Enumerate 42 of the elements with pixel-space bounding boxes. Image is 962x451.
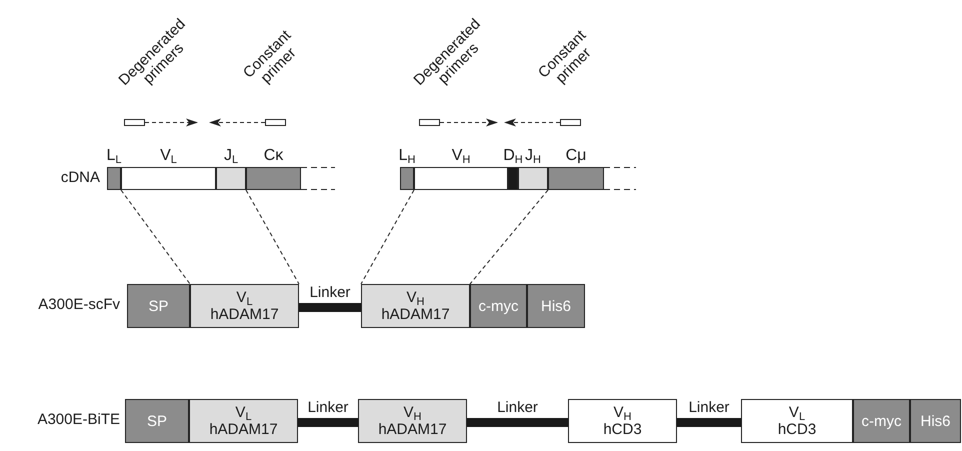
segment-label: D$_{H}$: [503, 146, 523, 168]
segment-label: L$_{L}$: [106, 146, 122, 168]
arrow: [144, 118, 198, 126]
segment-label: J$_{H}$: [525, 146, 541, 168]
arrow: [209, 118, 266, 126]
row-label: A300E-scFv: [37, 296, 120, 314]
domain-label: V$_{H}$: [614, 404, 632, 421]
linker-label: Linker: [496, 399, 539, 416]
domain-label: hADAM17: [381, 306, 450, 323]
domain-label: V$_{L}$: [236, 289, 253, 306]
segment-label: Cκ: [264, 146, 284, 166]
dashed-line: [120, 190, 190, 284]
segment-label: V$_{L}$: [160, 146, 177, 168]
domain-label: V$_{H}$: [404, 404, 422, 421]
arrow: [440, 118, 498, 126]
domain-label: His6: [920, 412, 950, 430]
linker-label: Linker: [306, 399, 350, 416]
row-label: cDNA: [60, 169, 100, 187]
domain-label: hADAM17: [209, 421, 278, 438]
domain-label: hADAM17: [210, 306, 279, 323]
domain-label: SP: [146, 412, 167, 430]
domain-label: V$_{L}$: [235, 404, 252, 421]
segment-label: J$_{L}$: [224, 146, 238, 168]
dashed-line: [470, 190, 548, 284]
linker-label: Linker: [308, 284, 352, 301]
domain-label: hCD3: [778, 421, 816, 438]
domain-label: His6: [540, 298, 571, 314]
domain-label: c-myc: [478, 298, 518, 314]
domain-label: hADAM17: [378, 421, 447, 438]
domain-label: SP: [148, 298, 168, 314]
domain-label: hCD3: [603, 421, 642, 438]
segment-label: V$_{H}$: [452, 146, 470, 168]
domain-label: V$_{L}$: [788, 404, 806, 421]
dashed-line: [360, 190, 414, 284]
domain-label: V$_{H}$: [406, 289, 424, 306]
row-label: A300E-BiTE: [36, 411, 120, 429]
domain-label: c-myc: [862, 412, 902, 430]
linker-label: Linker: [688, 399, 730, 416]
arrow: [504, 118, 560, 126]
segment-label: Cμ: [566, 146, 586, 166]
segment-label: L$_{H}$: [398, 146, 416, 168]
dashed-line: [246, 190, 300, 284]
